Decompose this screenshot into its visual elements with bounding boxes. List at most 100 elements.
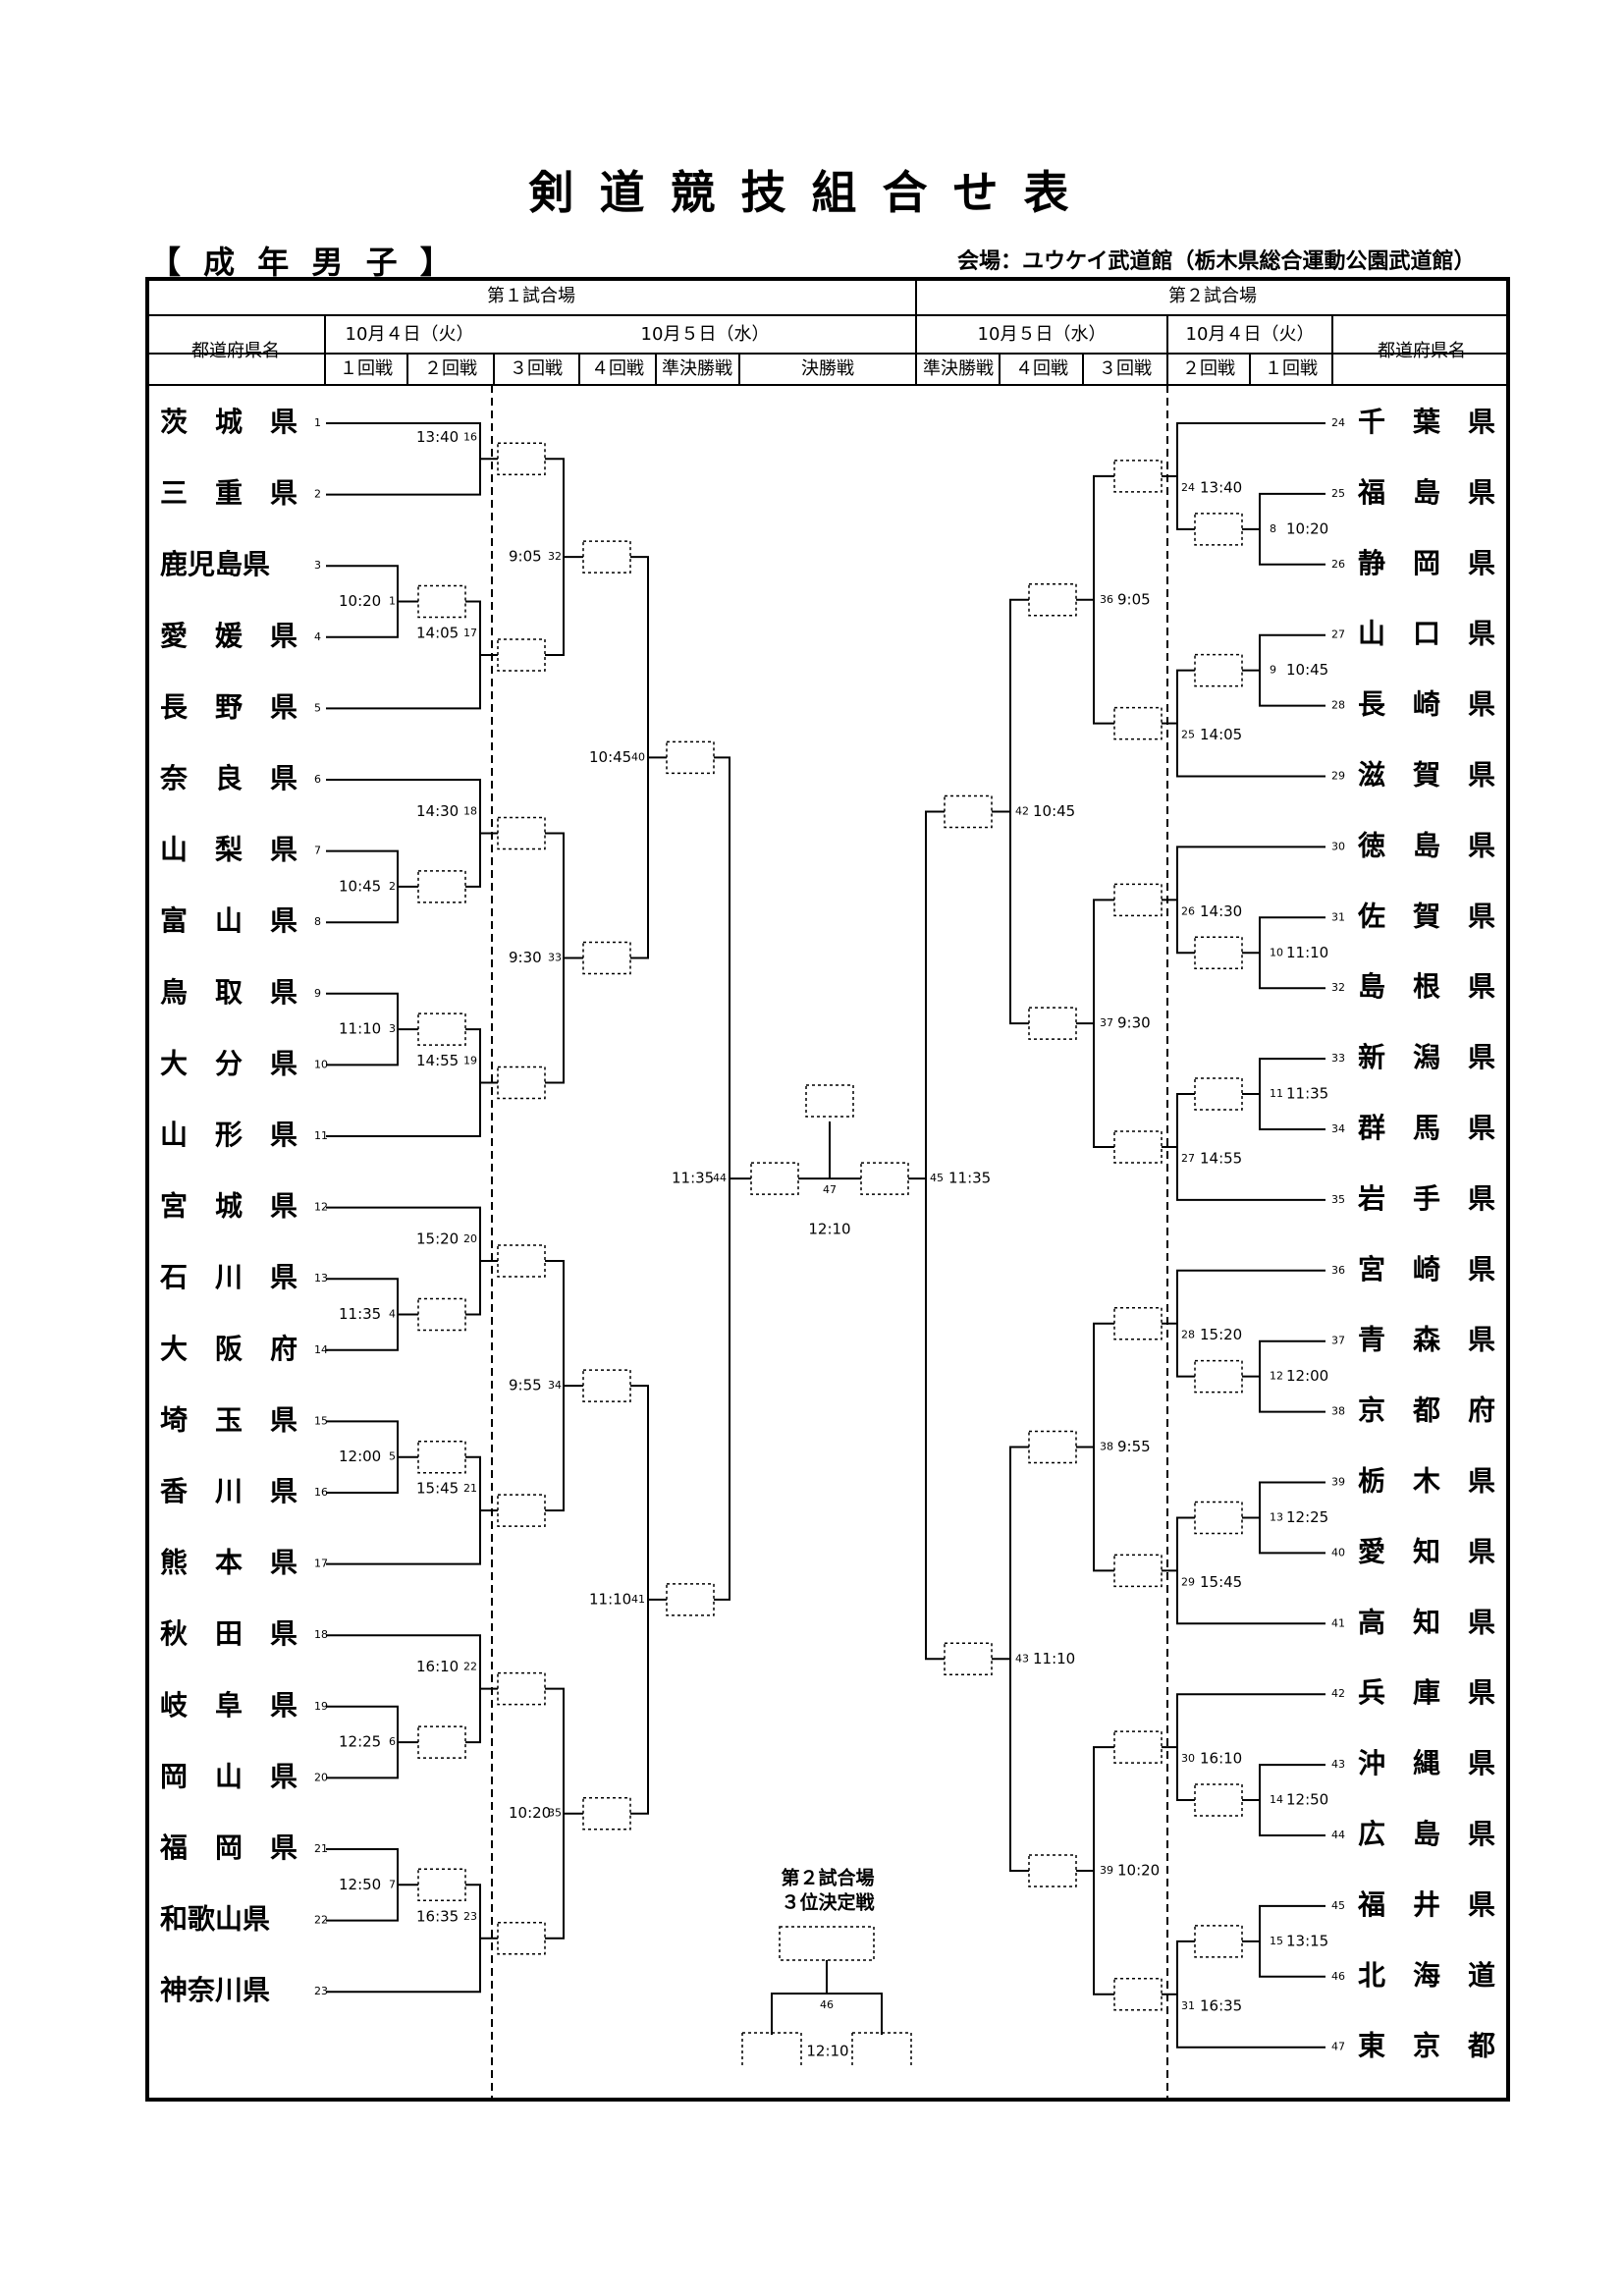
round-header: ２回戦 <box>1182 358 1235 379</box>
match-number: 46 <box>820 1998 834 2011</box>
score-box <box>1028 1854 1077 1887</box>
team-name-right: 群 馬 県 <box>1358 1112 1495 1144</box>
match-time: 10:20 <box>509 1804 551 1822</box>
team-name-left: 愛 媛 県 <box>160 620 298 652</box>
match-time: 12:00 <box>1286 1367 1328 1385</box>
match-number: 15 <box>1270 1935 1283 1947</box>
score-box <box>1028 1007 1077 1040</box>
match-time: 11:35 <box>339 1305 381 1323</box>
pref-col-header: 都道府県名 <box>191 341 280 361</box>
team-name-right: 兵 庫 県 <box>1358 1676 1495 1709</box>
third-place-slot-left <box>741 2032 802 2066</box>
team-name-left: 山 梨 県 <box>160 834 298 866</box>
pref-col-header: 都道府県名 <box>1378 341 1466 361</box>
score-box <box>1113 706 1163 740</box>
team-name-right: 佐 賀 県 <box>1357 900 1495 932</box>
team-number-left: 19 <box>314 1700 328 1713</box>
bracket-line <box>326 600 481 710</box>
team-number-right: 39 <box>1331 1476 1345 1489</box>
match-number: 8 <box>1270 522 1276 535</box>
bracket-line <box>326 1884 481 1994</box>
match-number: 43 <box>1015 1652 1029 1665</box>
match-time: 15:45 <box>416 1480 459 1498</box>
match-time: 14:55 <box>416 1052 459 1069</box>
team-name-left: 鳥 取 県 <box>160 976 298 1009</box>
page-title: 剣道競技組合せ表 <box>528 166 1095 219</box>
match-time: 10:45 <box>339 877 381 895</box>
team-name-left: 福 岡 県 <box>159 1831 298 1864</box>
team-number-left: 11 <box>314 1129 328 1142</box>
bracket-line <box>1176 422 1325 530</box>
team-number-left: 2 <box>314 488 321 501</box>
match-time: 14:05 <box>416 624 459 641</box>
match-number: 26 <box>1181 904 1195 917</box>
score-box <box>1194 1925 1243 1958</box>
bracket-line <box>1176 1269 1325 1378</box>
round-header: 準決勝戦 <box>923 358 994 379</box>
team-name-right: 岩 手 県 <box>1357 1182 1495 1215</box>
team-name-right: 山 口 県 <box>1358 618 1495 650</box>
match-time: 16:35 <box>416 1907 459 1925</box>
team-number-right: 24 <box>1331 416 1345 429</box>
third-place-slot-right <box>851 2032 912 2066</box>
team-number-right: 26 <box>1331 558 1345 571</box>
team-name-left: 和歌山県 <box>160 1903 270 1936</box>
team-number-right: 29 <box>1331 770 1345 783</box>
match-time: 9:05 <box>1117 590 1151 608</box>
score-box <box>417 1012 466 1046</box>
match-time: 11:35 <box>1286 1085 1328 1103</box>
team-number-left: 5 <box>314 701 321 714</box>
match-number: 45 <box>930 1172 944 1184</box>
match-time: 16:10 <box>416 1658 459 1675</box>
match-time: 12:10 <box>806 2043 848 2060</box>
match-time: 9:30 <box>509 949 542 966</box>
third-place-label: ３位決定戦 <box>781 1891 874 1914</box>
team-number-right: 46 <box>1331 1970 1345 1983</box>
team-name-left: 岡 山 県 <box>160 1760 298 1792</box>
score-box <box>1194 1359 1243 1394</box>
score-box <box>1113 1730 1163 1764</box>
match-number: 1 <box>389 595 396 608</box>
team-number-right: 33 <box>1331 1052 1345 1065</box>
team-name-left: 長 野 県 <box>160 690 298 723</box>
score-box <box>944 1642 993 1675</box>
match-time: 12:50 <box>1286 1791 1328 1809</box>
match-time: 16:10 <box>1200 1750 1242 1768</box>
team-name-left: 岐 阜 県 <box>160 1689 298 1722</box>
bracket-line <box>1176 846 1325 955</box>
score-box <box>417 1725 466 1759</box>
score-box <box>497 816 546 850</box>
team-number-right: 32 <box>1331 981 1345 994</box>
team-name-left: 宮 城 県 <box>160 1190 298 1223</box>
match-time: 12:00 <box>339 1448 381 1465</box>
bracket-line <box>326 1455 481 1565</box>
date-header: 10月４日（火） <box>346 324 474 345</box>
score-box <box>1028 583 1077 617</box>
match-number: 11 <box>1270 1087 1283 1100</box>
score-box <box>497 1244 546 1278</box>
match-time: 10:20 <box>339 592 381 610</box>
match-number: 2 <box>389 880 396 893</box>
bracket-line <box>771 1993 883 2035</box>
champion-box <box>805 1084 854 1118</box>
match-time: 14:55 <box>1200 1149 1242 1167</box>
team-number-left: 16 <box>314 1486 328 1499</box>
score-box <box>750 1162 799 1195</box>
court2-label: 第２試合場 <box>1168 286 1257 306</box>
team-number-right: 31 <box>1331 910 1345 923</box>
round-header: 決勝戦 <box>801 358 854 379</box>
score-box <box>1194 513 1243 546</box>
team-name-right: 北 海 道 <box>1358 1959 1495 1992</box>
bracket-line <box>1176 1693 1325 1802</box>
score-box <box>582 1796 631 1831</box>
team-name-left: 神奈川県 <box>160 1974 270 2006</box>
score-box <box>497 1671 546 1706</box>
team-number-left: 8 <box>314 915 321 928</box>
team-name-right: 福 島 県 <box>1357 476 1495 509</box>
team-number-left: 14 <box>314 1343 328 1356</box>
bracket-line <box>326 1206 481 1316</box>
match-time: 11:10 <box>339 1020 381 1038</box>
match-time: 15:20 <box>1200 1326 1242 1343</box>
match-number: 39 <box>1100 1864 1113 1877</box>
